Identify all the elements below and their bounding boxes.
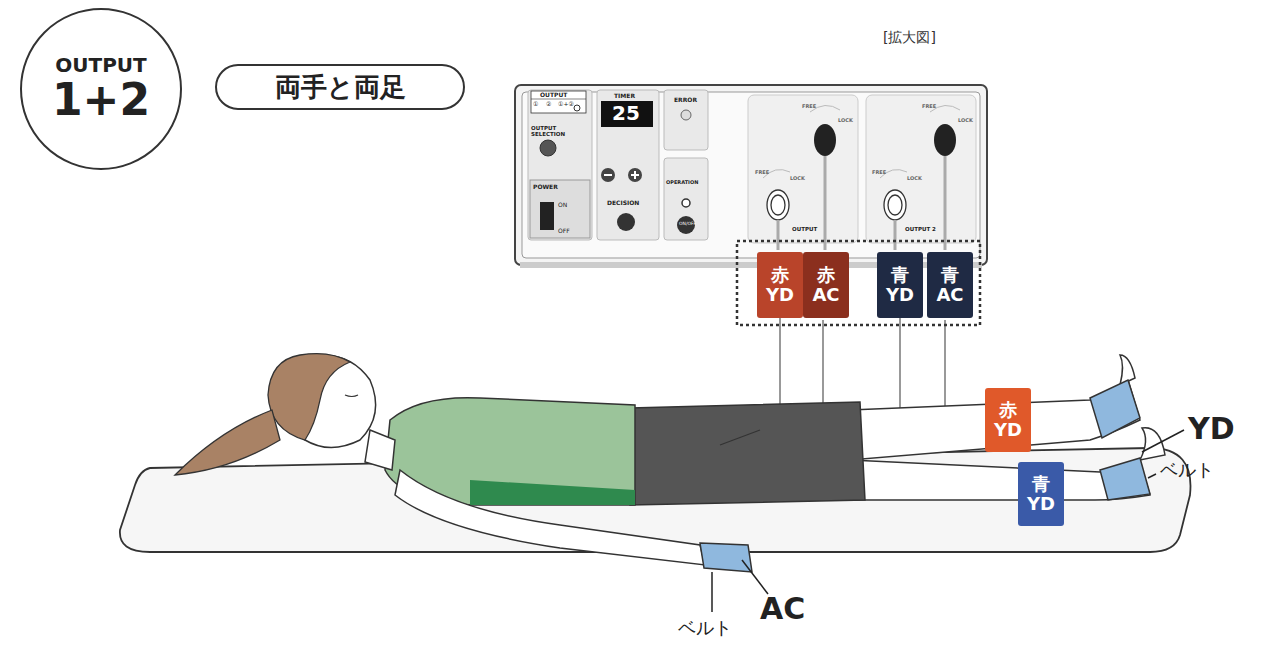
node-text: 赤 YD (757, 265, 803, 305)
node-text: 1+2 (52, 76, 150, 124)
label: OFF (558, 228, 570, 235)
node-text: 赤 YD (985, 400, 1031, 440)
label: OUTPUT 2 (905, 226, 936, 232)
label: OUTPUT (792, 226, 817, 232)
label: ERROR (674, 97, 697, 104)
node-text: OUTPUT (55, 54, 146, 76)
tube-tag: 青 YD (877, 252, 923, 318)
label: FREE (922, 104, 936, 110)
label: POWER (533, 184, 558, 191)
leg-tag: 赤 YD (985, 388, 1031, 452)
label: FREE (872, 170, 886, 176)
label: FREE (802, 104, 816, 110)
label: ② (546, 101, 551, 108)
label: OUTPUT SELECTION (531, 125, 571, 137)
label: OPERATION (666, 180, 698, 186)
label: LOCK (790, 176, 805, 182)
label: AC (760, 592, 805, 625)
label: ①+② (558, 101, 574, 108)
label: [拡大図] (883, 30, 936, 45)
label: TIMER (614, 93, 635, 100)
label: ON/OFF (679, 222, 696, 227)
label: LOCK (838, 118, 853, 124)
tube-tag: 青 AC (927, 252, 973, 318)
label: YD (1188, 412, 1235, 445)
label: ベルト (1160, 460, 1214, 480)
node-text: 青 AC (927, 265, 973, 305)
label: ① (533, 101, 538, 108)
node-text: 青 YD (1018, 474, 1064, 514)
label: LOCK (958, 118, 973, 124)
tube-tag: 赤 YD (757, 252, 803, 318)
label: 25 (612, 102, 640, 124)
label: LOCK (907, 176, 922, 182)
label: ON (558, 202, 567, 209)
label: DECISION (607, 200, 639, 207)
node-text: 赤 AC (803, 265, 849, 305)
label: FREE (755, 170, 769, 176)
leg-tag: 青 YD (1018, 462, 1064, 526)
mode-pill: 両手と両足 (215, 64, 465, 110)
node-text: 両手と両足 (275, 73, 406, 102)
label: OUTPUT (540, 92, 567, 99)
label: ベルト (678, 618, 732, 638)
tube-tag: 赤 AC (803, 252, 849, 318)
node-text: 青 YD (877, 265, 923, 305)
output-circle: OUTPUT1+2 (20, 8, 182, 170)
